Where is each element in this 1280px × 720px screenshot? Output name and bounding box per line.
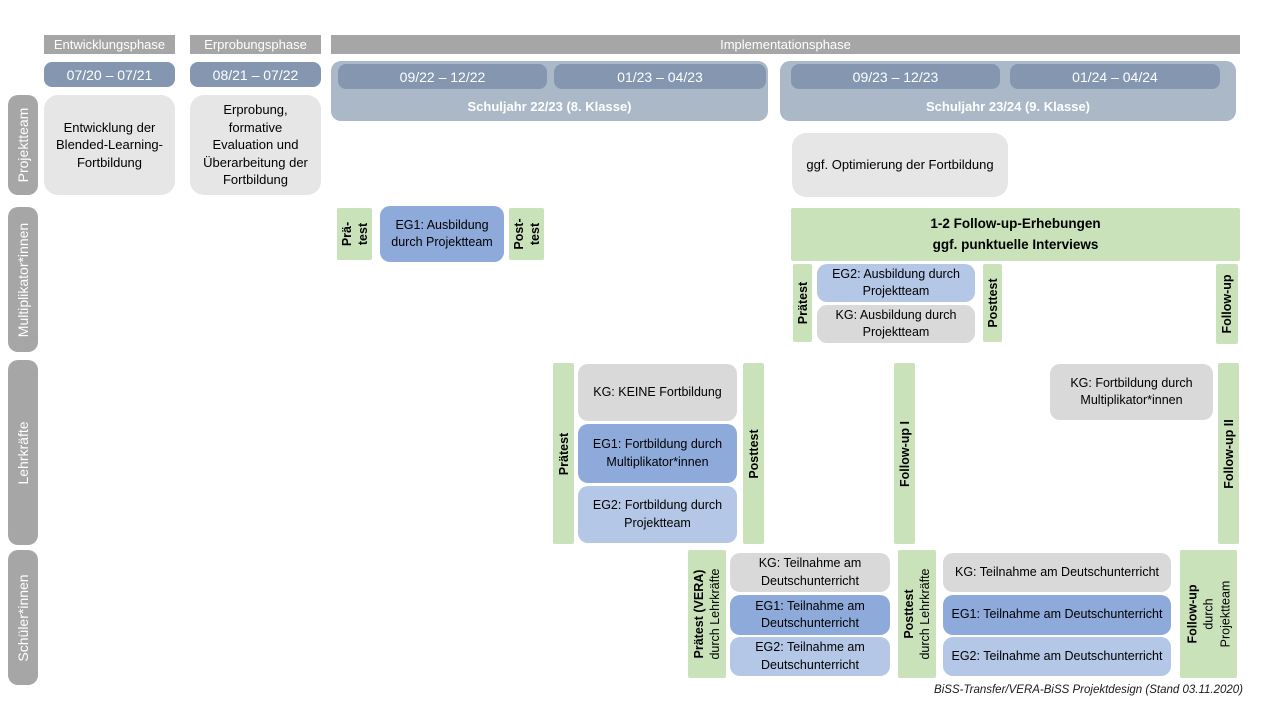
lehrkraefte-posttest-bar-text: Posttest [746,428,761,479]
projektteam-box-entwicklung: Entwicklung der Blended-Learning-Fortbil… [44,95,175,195]
date-bar-0922-1222: 09/22 – 12/22 [338,64,547,89]
multiplikatoren-posttest2-bar: Posttest [983,264,1002,342]
lehrkraefte-eg1-box: EG1: Fortbildung durch Multiplikator*inn… [578,424,737,483]
projektteam-box-erprobung: Erprobung, formative Evaluation und Über… [190,95,321,195]
schueler-posttest-bar-text: Posttest durch Lehrkräfte [901,568,932,660]
multiplikatoren-followup-erhebungen-box: 1-2 Follow-up-Erhebungen ggf. punktuelle… [791,208,1240,261]
schuljahr-22-23-label: Schuljahr 22/23 (8. Klasse) [467,99,632,114]
schueler-eg1a-box: EG1: Teilnahme am Deutschunterricht [730,595,890,635]
multiplikatoren-kg-box: KG: Ausbildung durch Projektteam [817,305,975,343]
lehrkraefte-followup1-bar-text: Follow-up I [897,420,912,487]
date-bar-0123-0423: 01/23 – 04/23 [554,64,766,89]
multiplikatoren-followup-bar-text: Follow-up [1219,274,1234,334]
multiplikatoren-followup-bar: Follow-up [1216,264,1238,344]
diagram-caption: BiSS-Transfer/VERA-BiSS Projektdesign (S… [934,684,1243,696]
date-bar-0124-0424: 01/24 – 04/24 [1010,64,1220,89]
phase-header-erprobungsphase: Erprobungsphase [190,35,321,54]
multiplikatoren-praetest2-bar: Prätest [793,264,812,342]
followup-erhebungen-line2: ggf. punktuelle Interviews [932,236,1099,252]
schueler-praetest-vera-bar: Prätest (VERA) durch Lehrkräfte [688,550,726,678]
multiplikatoren-praetest-bar-text: Prä- test [339,221,370,247]
schueler-followup-bar-text: Follow-up durch Projektteam [1185,580,1232,648]
multiplikatoren-posttest2-bar-text: Posttest [985,278,1000,328]
row-label-schueler-text: Schüler*innen [14,573,31,662]
multiplikatoren-eg2-box: EG2: Ausbildung durch Projektteam [817,264,975,302]
schueler-eg2b-box: EG2: Teilnahme am Deutschunterricht [943,637,1171,676]
schuljahr-23-24-label: Schuljahr 23/24 (9. Klasse) [925,99,1091,114]
lehrkraefte-praetest-bar-text: Prätest [556,432,571,475]
date-bar-0923-1223: 09/23 – 12/23 [791,64,1000,89]
projektteam-box-optimierung: ggf. Optimierung der Fortbildung [792,133,1008,197]
row-label-multiplikatoren: Multiplikator*innen [8,207,38,352]
row-label-projektteam: Projektteam [8,95,38,195]
phase-header-entwicklungsphase: Entwicklungsphase [44,35,175,54]
multiplikatoren-posttest-bar: Post- test [509,208,544,260]
row-label-lehrkraefte-text: Lehrkräfte [14,420,31,485]
schueler-posttest-bar: Posttest durch Lehrkräfte [898,550,936,678]
row-label-schueler: Schüler*innen [8,550,38,685]
multiplikatoren-eg1-box: EG1: Ausbildung durch Projektteam [380,206,504,262]
lehrkraefte-praetest-bar: Prätest [553,363,574,544]
date-bar-0720-0721: 07/20 – 07/21 [44,62,175,87]
schueler-praetest-vera-bar-text: Prätest (VERA) durch Lehrkräfte [691,568,722,660]
multiplikatoren-praetest-bar: Prä- test [337,208,372,260]
lehrkraefte-kg-box: KG: KEINE Fortbildung [578,364,737,421]
lehrkraefte-followup2-bar: Follow-up II [1218,363,1239,544]
row-label-lehrkraefte: Lehrkräfte [8,360,38,545]
schueler-kg1-box: KG: Teilnahme am Deutschunterricht [730,553,890,592]
schueler-eg2a-box: EG2: Teilnahme am Deutschunterricht [730,637,890,676]
date-bar-0821-0722: 08/21 – 07/22 [190,62,321,87]
schueler-eg1b-box: EG1: Teilnahme am Deutschunterricht [943,595,1171,635]
lehrkraefte-eg2-box: EG2: Fortbildung durch Projektteam [578,486,737,543]
row-label-projektteam-text: Projektteam [14,107,31,183]
row-label-multiplikatoren-text: Multiplikator*innen [14,222,31,337]
followup-erhebungen-line1: 1-2 Follow-up-Erhebungen [930,215,1101,231]
phase-header-implementationsphase: Implementationsphase [331,35,1240,54]
multiplikatoren-posttest-bar-text: Post- test [511,218,542,250]
lehrkraefte-kg2-box: KG: Fortbildung durch Multiplikator*inne… [1050,364,1213,420]
schueler-followup-bar: Follow-up durch Projektteam [1180,550,1237,678]
multiplikatoren-praetest2-bar-text: Prätest [795,281,810,325]
lehrkraefte-posttest-bar: Posttest [743,363,764,544]
schueler-kg2-box: KG: Teilnahme am Deutschunterricht [943,553,1171,592]
lehrkraefte-followup2-bar-text: Follow-up II [1221,418,1236,489]
lehrkraefte-followup1-bar: Follow-up I [894,363,915,544]
